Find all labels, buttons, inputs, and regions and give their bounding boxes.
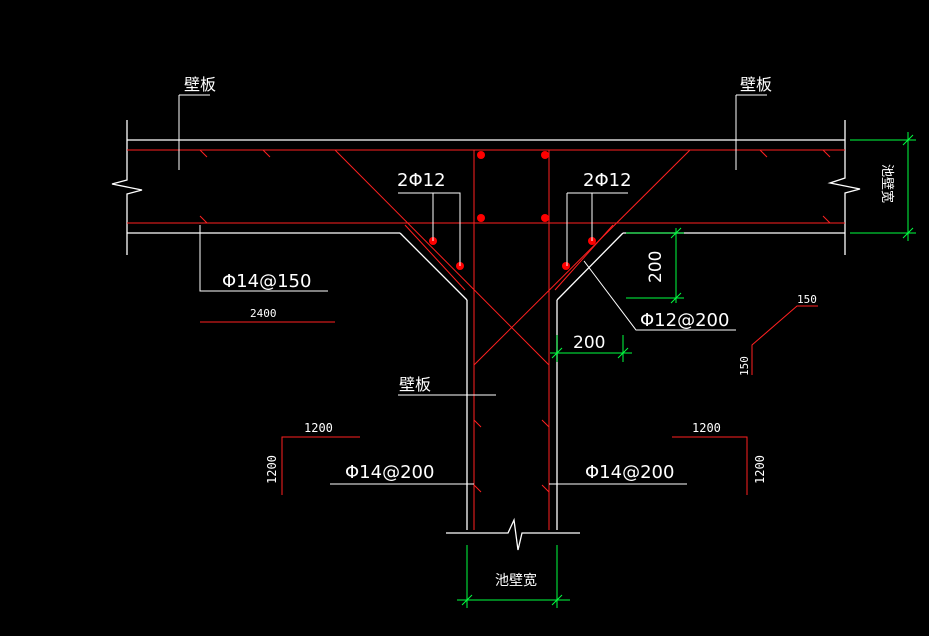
top-bar-label-right: 2Φ12 xyxy=(583,170,632,191)
leader-lines xyxy=(178,94,767,485)
top-bar-label-left: 2Φ12 xyxy=(397,170,446,191)
dim-label-200-horizontal: 200 xyxy=(573,333,605,353)
bend-label-1200-h-right: 1200 xyxy=(692,421,721,435)
dim-label-200-vertical: 200 xyxy=(646,251,666,283)
wall-label-center: 壁板 xyxy=(399,375,431,394)
labels: 壁板 壁板 壁板 2Φ12 2Φ12 Φ14@150 2400 200 200 … xyxy=(184,75,895,589)
rebar-label-phi14-200-left: Φ14@200 xyxy=(345,462,434,483)
rebar-label-phi12-200: Φ12@200 xyxy=(640,310,729,331)
length-label-2400: 2400 xyxy=(250,307,277,320)
rebar-label-phi14-200-right: Φ14@200 xyxy=(585,462,674,483)
pool-wall-width-label-bottom: 池壁宽 xyxy=(495,572,537,589)
dimension-lines xyxy=(457,132,916,608)
bend-label-1200-v-left: 1200 xyxy=(265,455,279,484)
wall-label-left: 壁板 xyxy=(184,75,216,94)
rebar-lines xyxy=(127,149,845,530)
bend-label-150-v: 150 xyxy=(738,356,751,376)
rebar-label-phi14-150: Φ14@150 xyxy=(222,271,311,292)
rebar-dots xyxy=(429,151,596,270)
bend-label-1200-h-left: 1200 xyxy=(304,421,333,435)
wall-outline xyxy=(111,120,861,551)
pool-wall-width-label-right: 池壁宽 xyxy=(879,164,895,203)
wall-label-right: 壁板 xyxy=(740,75,772,94)
bend-label-1200-v-right: 1200 xyxy=(753,455,767,484)
bend-label-150-h: 150 xyxy=(797,293,817,306)
